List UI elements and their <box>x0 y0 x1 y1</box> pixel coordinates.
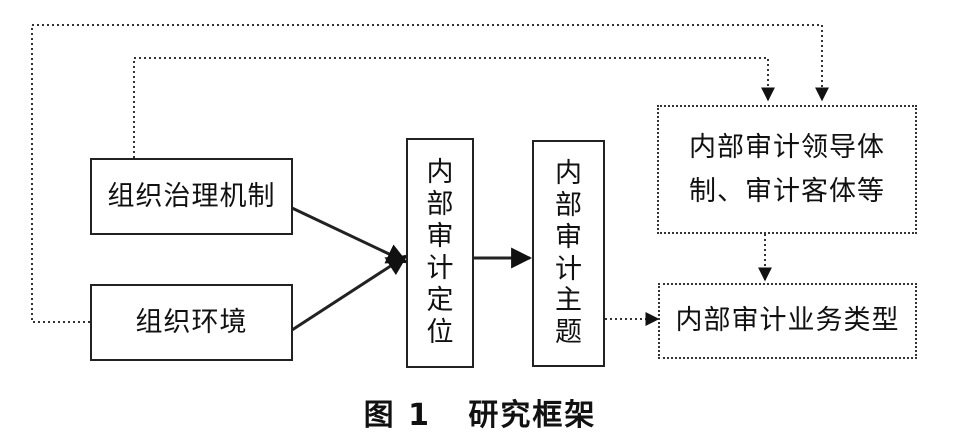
node-theme: 内部审计主题 <box>532 140 605 367</box>
figure-caption: 图 1 研究框架 <box>363 398 597 433</box>
node-leadership: 内部审计领导体制、审计客体等 <box>657 105 917 234</box>
arrow-governance-to-leadership <box>133 57 775 158</box>
arrow-environment-to-positioning <box>291 254 408 332</box>
node-positioning-label: 内部审计定位 <box>426 157 454 348</box>
node-environment-label: 组织环境 <box>135 306 248 338</box>
node-leadership-label: 内部审计领导体制、审计客体等 <box>689 132 885 207</box>
node-business-type: 内部审计业务类型 <box>658 283 917 359</box>
arrow-governance-to-positioning <box>291 206 408 264</box>
node-theme-label: 内部审计主题 <box>555 157 582 349</box>
node-positioning: 内部审计定位 <box>406 138 474 368</box>
node-business-type-label: 内部审计业务类型 <box>675 305 900 337</box>
node-environment: 组织环境 <box>90 284 293 361</box>
node-governance-label: 组织治理机制 <box>107 180 276 212</box>
node-governance: 组织治理机制 <box>90 158 293 235</box>
arrow-environment-to-leadership <box>31 24 829 323</box>
